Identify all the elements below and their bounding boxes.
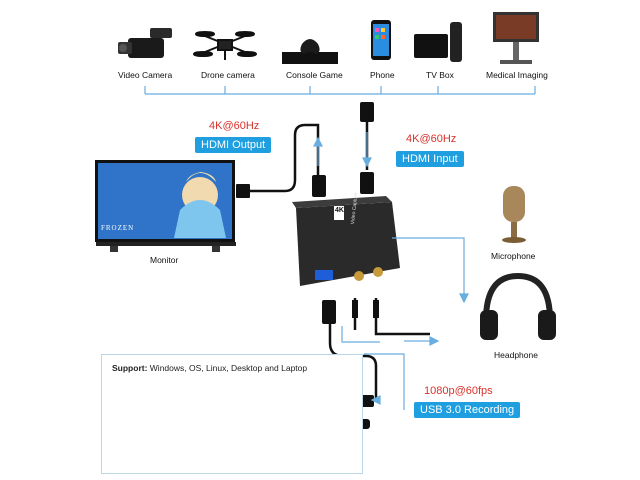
microphone-icon — [502, 186, 526, 243]
support-box: Support: Windows, OS, Linux, Desktop and… — [101, 354, 363, 474]
source-label-drone: Drone camera — [201, 70, 255, 80]
capture-device-icon — [292, 196, 400, 286]
monitor-screen-title: FROZEN — [101, 224, 135, 232]
drone-icon — [193, 31, 257, 60]
usb-recording-badge: USB 3.0 Recording — [414, 402, 521, 418]
medical-imaging-icon — [493, 12, 539, 64]
device-4k-badge — [334, 206, 344, 220]
microphone-label: Microphone — [491, 251, 536, 261]
source-label-phone: Phone — [370, 70, 395, 80]
device-badge-text: 4K — [335, 207, 344, 214]
source-label-tv-box: TV Box — [426, 70, 454, 80]
support-title: Support: — [112, 363, 148, 373]
game-console-icon — [282, 39, 338, 64]
tv-box-icon — [414, 22, 462, 62]
monitor-label: Monitor — [150, 255, 179, 265]
usb-spec: 1080p@60fps — [424, 385, 493, 397]
hdmi-output-badge: HDMI Output — [195, 137, 272, 153]
flow-arrows — [313, 132, 469, 410]
video-camera-icon — [118, 28, 172, 58]
hdmi-output-spec: 4K@60Hz — [209, 120, 260, 132]
hdmi-input-badge: HDMI Input — [396, 151, 464, 167]
source-label-video-camera: Video Camera — [118, 70, 173, 80]
source-label-medical-imaging: Medical Imaging — [486, 70, 548, 80]
headphone-icon — [480, 272, 556, 340]
source-label-console: Console Game — [286, 70, 343, 80]
headphone-label: Headphone — [494, 350, 538, 360]
phone-icon — [371, 20, 391, 60]
source-bracket — [144, 86, 536, 95]
support-platforms: Windows, OS, Linux, Desktop and Laptop — [147, 363, 308, 373]
support-text: Support: Windows, OS, Linux, Desktop and… — [112, 363, 307, 373]
monitor-icon — [95, 160, 236, 252]
hdmi-input-spec: 4K@60Hz — [406, 133, 457, 145]
